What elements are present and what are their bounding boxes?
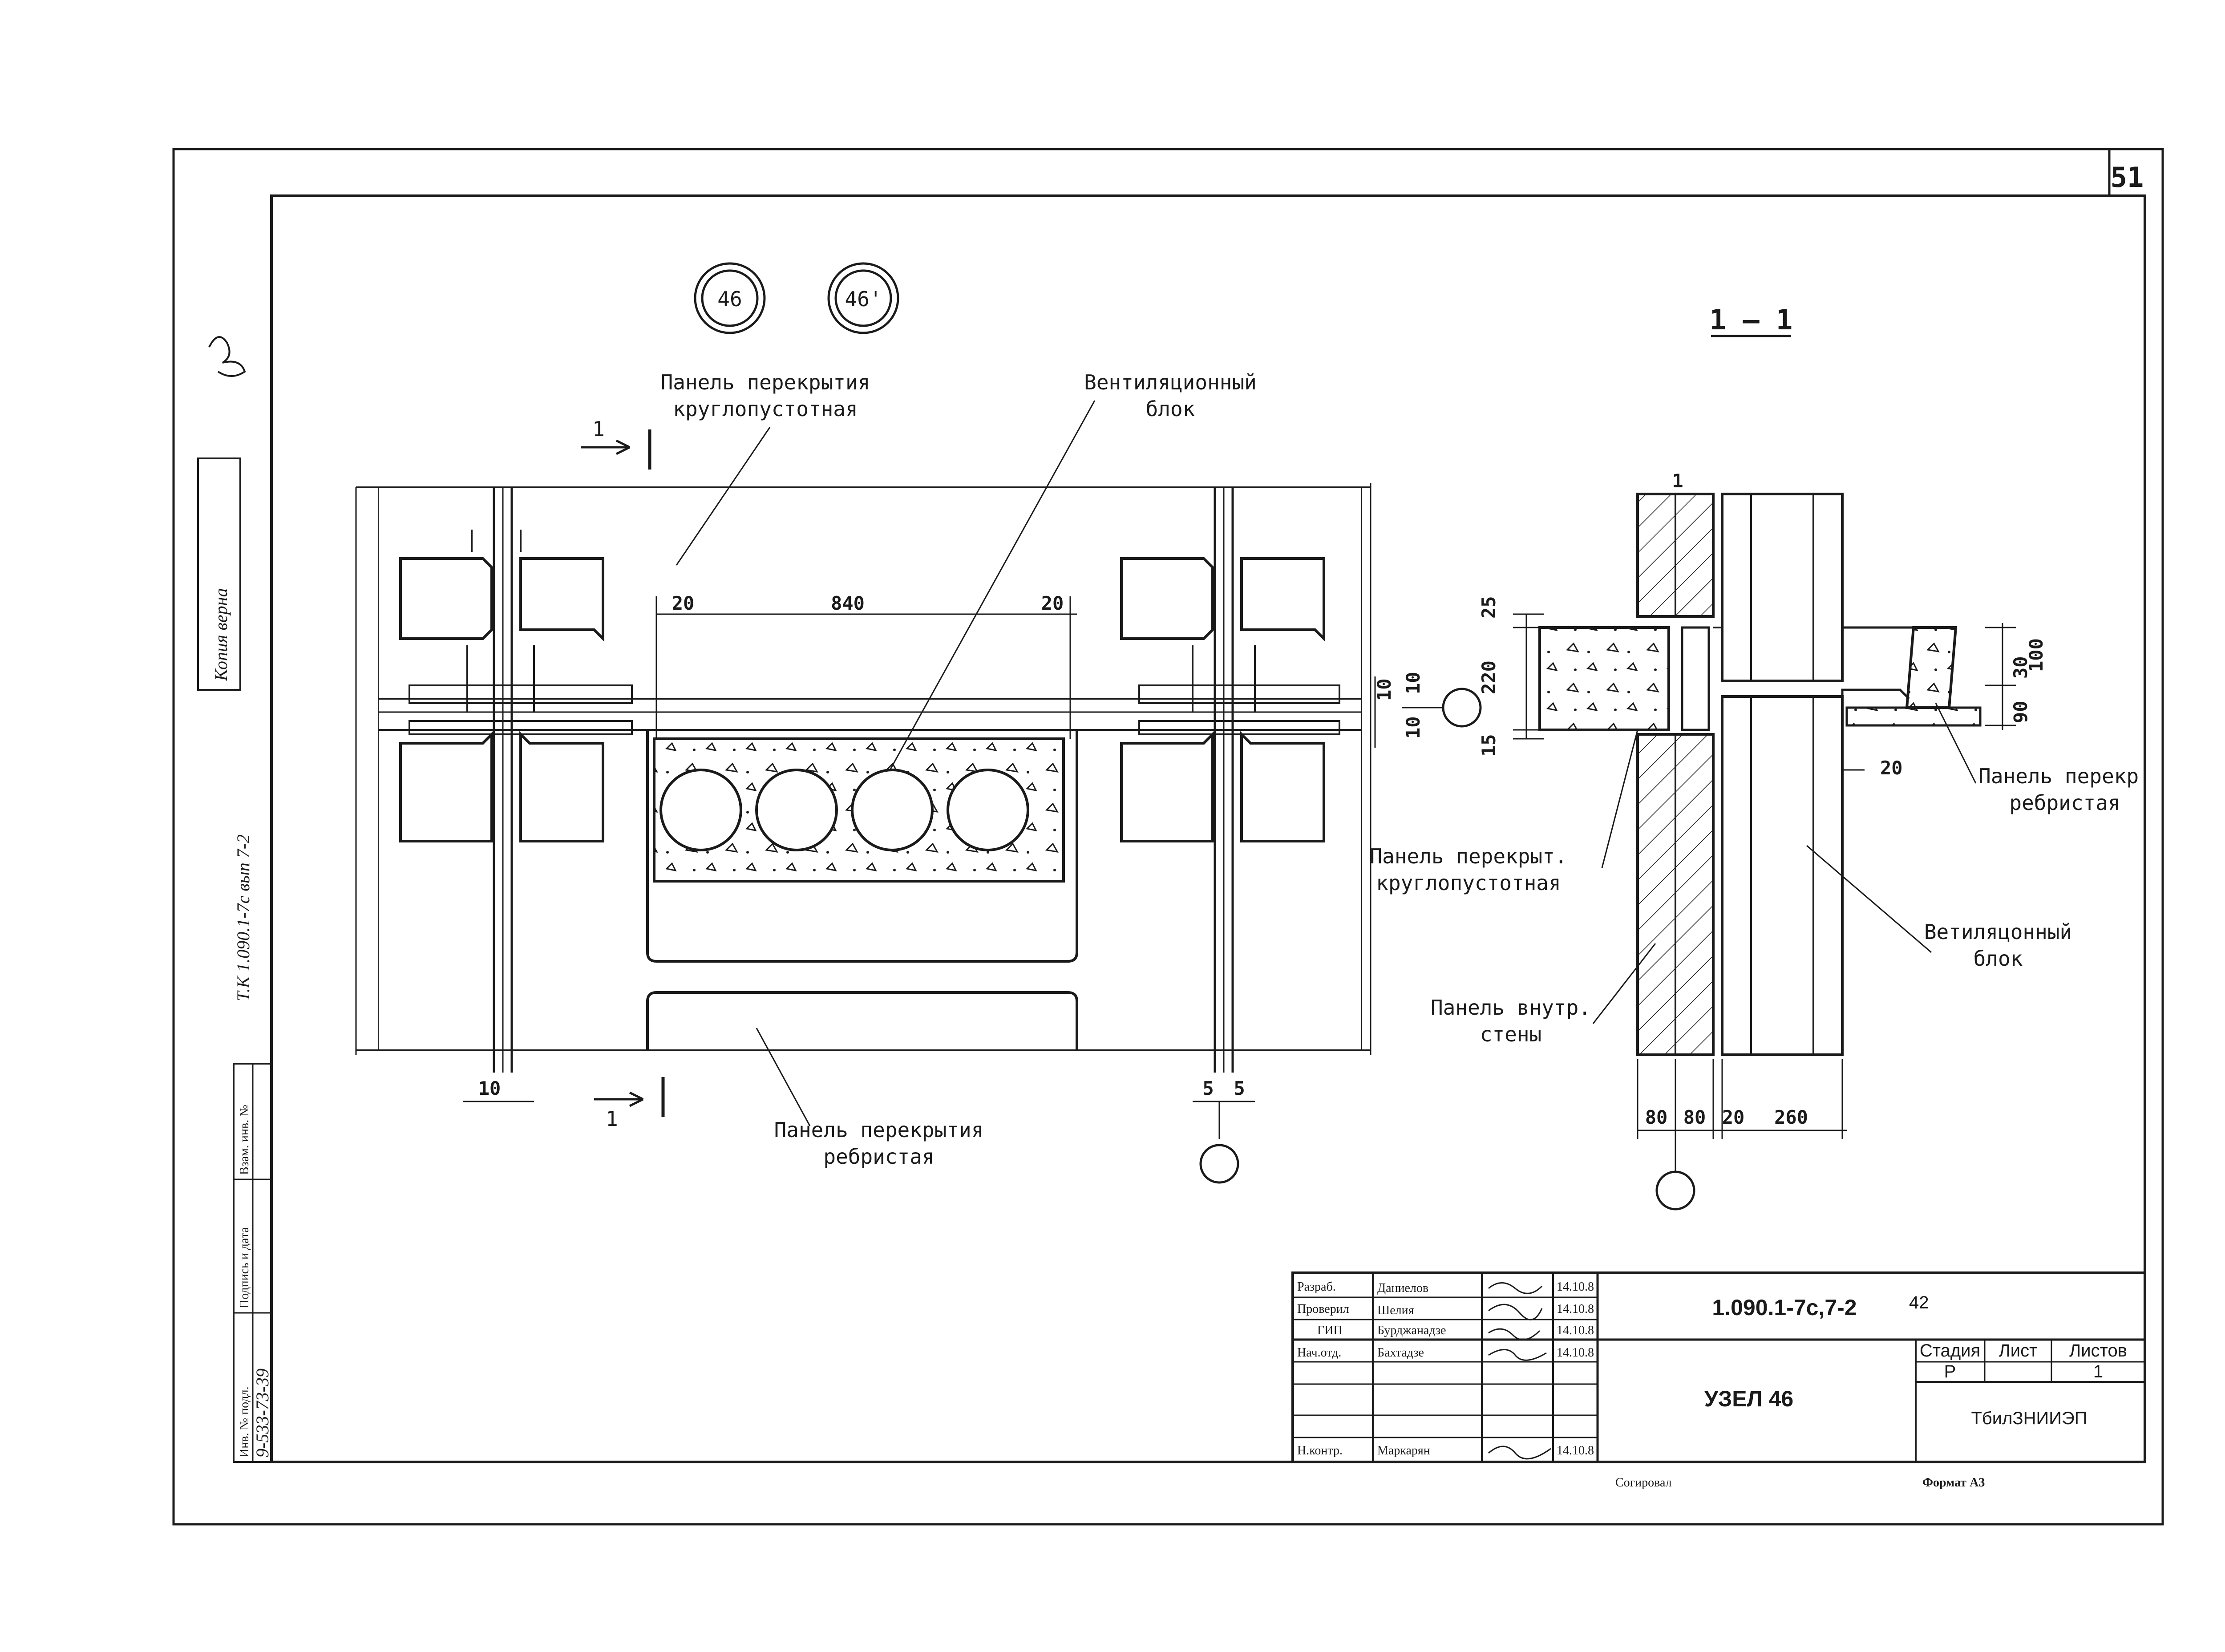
side-inv-value: 9-533-73-39 xyxy=(252,1369,272,1458)
tb-sheet-hdr: Лист xyxy=(1999,1341,2038,1360)
dim-width: 840 xyxy=(831,592,865,614)
section-hollow-label-l2: круглопустотная xyxy=(1376,871,1561,895)
plan-view xyxy=(355,400,1482,1184)
side-inv-no: Инв. № подл. xyxy=(238,1386,251,1458)
dim-joint-b: 10 xyxy=(1402,716,1424,739)
section-ribbed-label-l2: ребристая xyxy=(2009,791,2120,815)
tb-title: УЗЕЛ 46 xyxy=(1704,1386,1793,1411)
dim-rod: 10 xyxy=(478,1077,501,1099)
dim-w1: 80 xyxy=(1645,1106,1668,1128)
plan-ribbed-label-l1: Панель перекрытия xyxy=(774,1118,984,1142)
tb-date-0: 14.10.8 xyxy=(1557,1280,1594,1294)
dim-rib-a: 30 xyxy=(2010,656,2031,679)
plan-vent-label-l1: Вентиляционный xyxy=(1084,370,1257,394)
section-ribbed-label-l1: Панель перекр. xyxy=(1978,764,2151,788)
section-wall-label-l2: стены xyxy=(1480,1022,1541,1046)
section-view xyxy=(1513,493,2016,1211)
tb-copied: Согировал xyxy=(1615,1476,1672,1490)
dim-left-gap: 20 xyxy=(672,592,695,614)
tb-signatures xyxy=(1488,1282,1551,1460)
dim-w3: 20 xyxy=(1722,1106,1745,1128)
dim-right-gap: 20 xyxy=(1041,592,1064,614)
tb-doc-code: 1.090.1-7с,7-2 xyxy=(1712,1295,1857,1320)
tb-doc-sheet: 42 xyxy=(1909,1293,1929,1312)
detail-markers xyxy=(694,262,899,334)
sheet-number: 51 xyxy=(2111,161,2144,194)
tb-name-3: Бахтадзе xyxy=(1377,1346,1424,1360)
dim-rib-top: 100 xyxy=(2025,638,2047,672)
dim-section-height: 220 xyxy=(1478,660,1500,694)
tb-role-1: Проверил xyxy=(1297,1302,1349,1316)
tb-stage: Р xyxy=(1944,1362,1956,1381)
dim-section-bottom: 15 xyxy=(1478,734,1500,757)
tb-format: Формат А3 xyxy=(1922,1476,1985,1490)
marker-46-prime: 46' xyxy=(845,287,882,311)
section-title: 1 – 1 xyxy=(1710,304,1793,336)
tb-stage-hdr: Стадия xyxy=(1920,1341,1980,1360)
section-mark-bottom: 1 xyxy=(606,1107,618,1131)
section-mark-top: 1 xyxy=(592,417,605,441)
tb-date-3: 14.10.8 xyxy=(1557,1346,1594,1360)
sheet-frame xyxy=(172,148,2164,1526)
tb-role-0: Разраб. xyxy=(1297,1280,1336,1294)
dim-plan-joint: 10 xyxy=(1373,678,1395,701)
section-vent-label-l1: Ветиляцонный xyxy=(1924,920,2072,944)
dim-w4: 260 xyxy=(1774,1106,1808,1128)
plan-ribbed-label-l2: ребристая xyxy=(823,1145,934,1169)
tb-sheets: 1 xyxy=(2093,1362,2103,1381)
plan-hollow-panel-label-l1: Панель перекрытия xyxy=(661,370,870,394)
tb-name-2: Бурджанадзе xyxy=(1377,1324,1446,1337)
tb-date-1: 14.10.8 xyxy=(1557,1302,1594,1316)
dim-section-top: 25 xyxy=(1478,596,1500,619)
tb-role-2: ГИП xyxy=(1317,1324,1343,1337)
plan-vent-label-l2: блок xyxy=(1146,397,1195,421)
side-copy-note: Копия верна xyxy=(211,588,231,681)
tb-date-2: 14.10.8 xyxy=(1557,1324,1594,1337)
marker-46: 46 xyxy=(717,287,742,311)
section-vent-label-l2: блок xyxy=(1974,947,2023,971)
tb-name-0: Даниелов xyxy=(1377,1281,1428,1295)
tb-sheets-hdr: Листов xyxy=(2069,1341,2127,1360)
section-mark-wall: 1 xyxy=(1672,470,1683,492)
tb-role-6: Н.контр. xyxy=(1297,1444,1343,1458)
section-wall-label-l1: Панель внутр. xyxy=(1431,996,1591,1020)
tb-date-6: 14.10.8 xyxy=(1557,1444,1594,1458)
signature-scribble xyxy=(208,336,246,377)
tb-org: ТбилЗНИИЭП xyxy=(1971,1409,2087,1428)
dim-pair-a: 5 xyxy=(1202,1077,1214,1099)
side-project-code: Т.К 1.090.1-7с вып 7-2 xyxy=(233,834,253,1001)
dim-gap: 20 xyxy=(1880,757,1903,779)
section-hollow-label-l1: Панель перекрыт. xyxy=(1370,844,1567,868)
title-block xyxy=(1291,1271,2146,1463)
plan-hollow-panel-label-l2: круглопустотная xyxy=(673,397,858,421)
dim-rib-b: 90 xyxy=(2010,700,2031,723)
tb-name-1: Шелия xyxy=(1377,1304,1414,1317)
dim-pair-b: 5 xyxy=(1234,1077,1245,1099)
tb-name-6: Маркарян xyxy=(1377,1444,1430,1458)
tb-role-3: Нач.отд. xyxy=(1297,1346,1341,1360)
dim-joint-a: 10 xyxy=(1402,672,1424,694)
side-replaced-inv: Взам. инв. № xyxy=(238,1105,251,1175)
side-sign-date: Подпись и дата xyxy=(238,1227,251,1308)
side-strip: Взам. инв. № Подпись и дата Инв. № подл.… xyxy=(197,336,272,1463)
dim-w2: 80 xyxy=(1683,1106,1706,1128)
